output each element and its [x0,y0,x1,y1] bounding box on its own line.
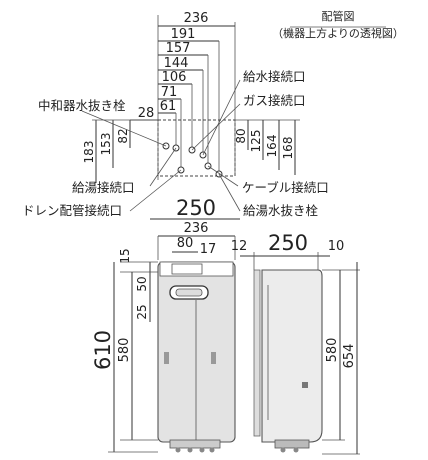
label-neutralizer-drain: 中和器水抜き栓 [38,98,126,113]
dim-15-front: 15 [118,248,132,263]
side-fitting-2-icon [293,447,299,453]
dim-80: 80 [234,128,248,143]
leader-gas-inlet [191,103,241,151]
side-unit-body [261,269,323,443]
dim-157: 157 [166,41,191,56]
dim-25-front: 25 [135,304,149,319]
dim-191: 191 [171,27,196,42]
label-drain-pipe: ドレン配管接続口 [22,203,122,218]
exhaust-vent-inner [175,288,203,297]
dim-106: 106 [162,70,187,85]
label-gas-inlet: ガス接続口 [243,93,306,108]
side-bottom-fittings [274,439,310,449]
front-bottom-fittings [169,439,221,449]
front-top-fitting [171,263,203,275]
dim-580-front: 580 [117,338,132,363]
label-water-inlet: 給水接続口 [243,69,306,84]
dim-580-side: 580 [325,338,340,363]
dim-61: 61 [160,99,177,114]
dim-71: 71 [161,85,178,100]
bottom-fitting-1-icon [175,447,181,453]
dim-153: 153 [99,133,113,156]
dim-82: 82 [116,128,130,143]
dim-144: 144 [164,56,189,71]
dim-12-side: 12 [231,239,248,254]
leader-water-inlet [202,79,241,156]
dim-610-front: 610 [91,330,115,370]
dim-250-top: 250 [176,196,216,220]
label-hot-water-drain: 給湯水抜き栓 [243,203,319,218]
front-view: 236 80 17 15 50 25 580 610 [91,221,236,453]
dim-80-front: 80 [177,236,194,251]
dim-183: 183 [82,141,96,164]
leader-neutralizer [81,110,167,147]
dim-50-front: 50 [135,276,149,291]
leader-hot-water-drain [218,173,241,212]
side-fitting-1-icon [280,447,286,453]
dim-250-side: 250 [268,231,308,255]
bottom-fitting-4-icon [209,447,215,453]
dim-164: 164 [265,135,279,158]
label-cable-inlet: ケーブル接続口 [242,180,329,195]
dim-236-front: 236 [184,221,209,236]
dim-28: 28 [138,106,155,121]
leader-drain-pipe [129,169,182,212]
leader-hot-water-outlet [149,147,177,187]
front-handle-right-icon [211,352,216,364]
bottom-fitting-3-icon [199,447,205,453]
side-wall-bracket [253,269,261,437]
dim-125: 125 [249,130,263,153]
dim-10-side: 10 [328,239,345,254]
side-knob-icon [302,382,308,388]
dim-236-top: 236 [184,11,209,26]
side-view: 12 250 10 580 654 [231,231,360,455]
front-handle-left-icon [164,352,169,364]
top-unit-outline [157,119,236,177]
dim-168: 168 [281,137,295,160]
caption-title: 配管図 [322,9,355,23]
dim-17-front: 17 [200,242,217,257]
caption-subtitle: （機器上方よりの透視図） [272,26,404,40]
leader-cable-inlet [207,165,239,187]
bottom-fitting-2-icon [187,447,193,453]
label-hot-water-outlet: 給湯接続口 [72,180,135,195]
dim-654-side: 654 [342,344,357,369]
top-view: 236 191 157 144 106 71 61 28 [22,11,329,220]
